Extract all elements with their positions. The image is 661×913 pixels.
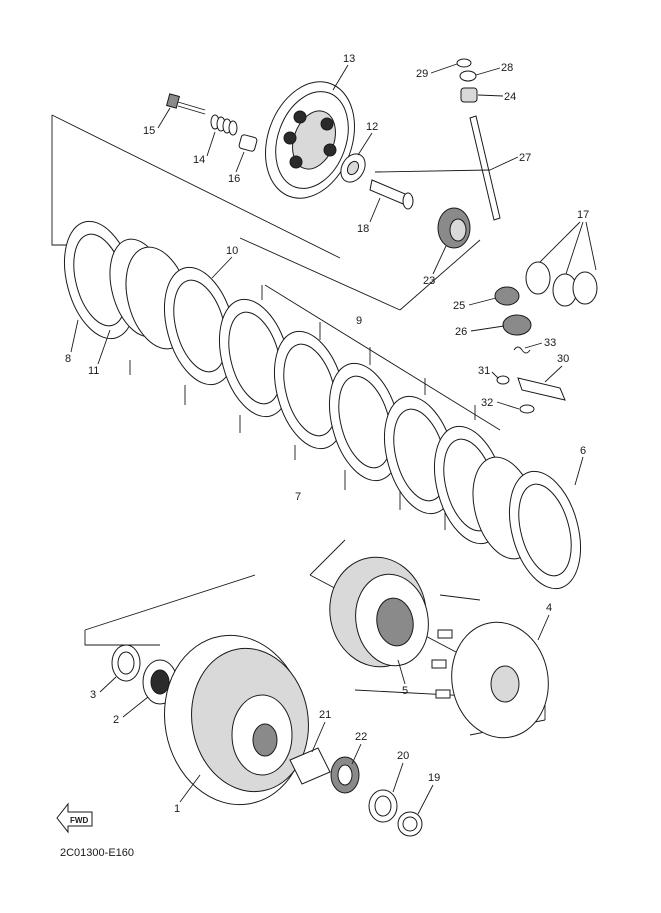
callout-19: 19	[428, 772, 440, 784]
needle-bearing-22	[330, 756, 360, 794]
nut-23	[437, 207, 471, 249]
circlip-29	[456, 58, 472, 68]
callout-33: 33	[544, 337, 556, 349]
callout-1: 1	[174, 803, 180, 815]
callout-28: 28	[501, 62, 513, 74]
callout-27: 27	[519, 152, 531, 164]
callout-24: 24	[504, 91, 516, 103]
clutch-boss	[329, 556, 429, 668]
pressure-plate-4	[431, 621, 549, 739]
callout-7: 7	[295, 491, 301, 503]
forward-arrow-icon: FWD	[56, 802, 93, 834]
washer-20	[368, 789, 398, 823]
callout-21: 21	[319, 709, 331, 721]
spacer-21	[289, 747, 331, 785]
clutch-housing	[164, 634, 309, 806]
upper-frame-lines	[51, 114, 501, 530]
push-rod-18	[369, 179, 414, 210]
washer-31	[496, 375, 510, 385]
callout-13: 13	[343, 53, 355, 65]
callout-30: 30	[557, 353, 569, 365]
fork-17	[525, 261, 598, 307]
callout-11: 11	[88, 365, 99, 377]
diagram-code: 2C01300-E160	[60, 847, 134, 859]
callout-32: 32	[481, 397, 493, 409]
washer-28	[459, 70, 477, 82]
circlip-32	[519, 404, 535, 414]
callouts: 13 15 14 16 12 18 29 28 24 27 17 23 25 2…	[65, 53, 597, 815]
clutch-spring	[210, 114, 238, 136]
callout-10: 10	[226, 245, 238, 257]
bolt	[166, 93, 206, 115]
callout-14: 14	[193, 154, 205, 166]
callout-29: 29	[416, 68, 428, 80]
callout-16: 16	[228, 173, 240, 185]
callout-23: 23	[423, 275, 435, 287]
nut-24	[460, 87, 478, 103]
callout-2: 2	[113, 714, 119, 726]
bearing-12	[340, 153, 366, 183]
callout-3: 3	[90, 689, 96, 701]
callout-9: 9	[356, 315, 362, 327]
callout-18: 18	[357, 223, 369, 235]
callout-5: 5	[402, 685, 408, 697]
callout-20: 20	[397, 750, 409, 762]
plate-washer	[238, 134, 258, 152]
clutch-disc-stack	[64, 220, 581, 590]
callout-22: 22	[355, 731, 367, 743]
callout-15: 15	[143, 125, 155, 137]
callout-6: 6	[580, 445, 586, 457]
callout-12: 12	[366, 121, 378, 133]
spring-33	[513, 346, 531, 354]
callout-8: 8	[65, 353, 71, 365]
callout-17: 17	[577, 209, 589, 221]
fwd-label: FWD	[70, 816, 88, 825]
callout-25: 25	[453, 300, 465, 312]
thrust-washer-3	[111, 644, 141, 682]
bearing-25	[494, 286, 520, 306]
bearing-26	[502, 314, 532, 336]
callout-31: 31	[478, 365, 490, 377]
lever-30	[517, 377, 566, 401]
callout-4: 4	[546, 602, 552, 614]
push-rod-27	[469, 115, 501, 221]
washer-19	[397, 811, 423, 837]
pressure-plate	[265, 81, 355, 199]
callout-26: 26	[455, 326, 467, 338]
